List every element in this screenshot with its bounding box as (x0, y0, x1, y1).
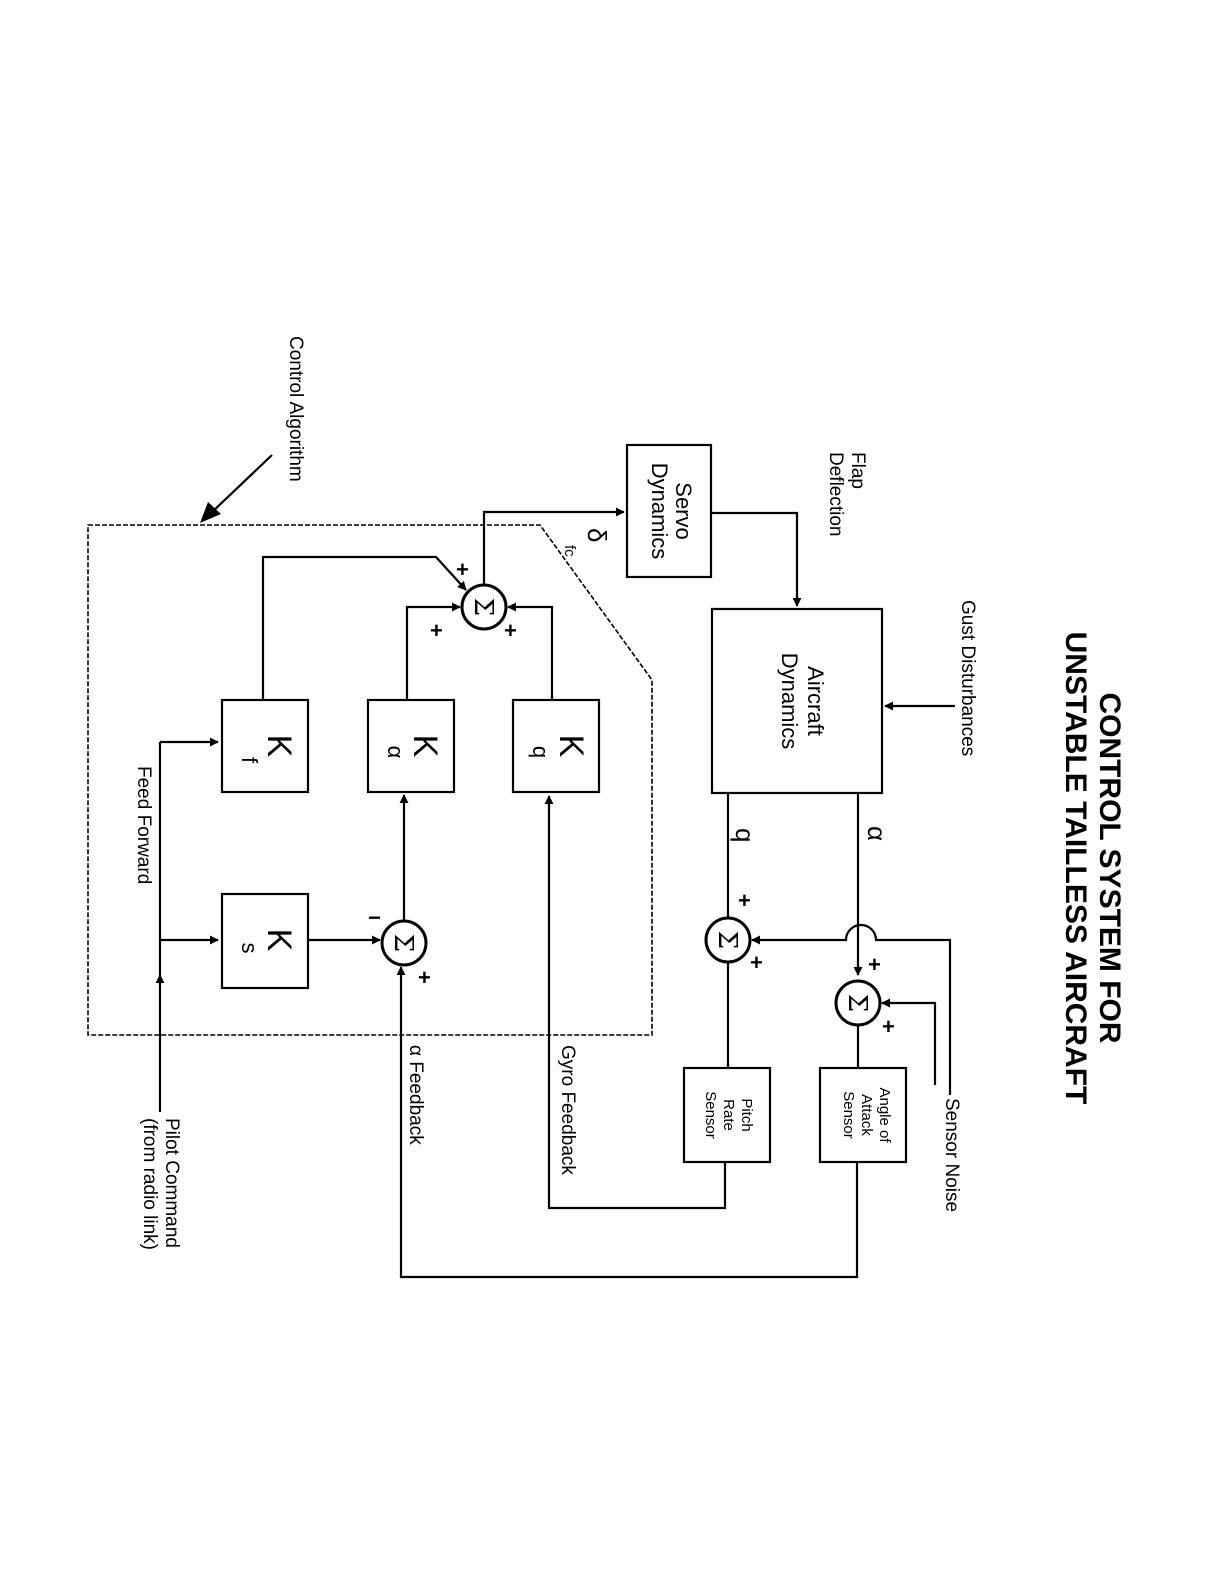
feed-forward-label: Feed Forward (133, 766, 154, 884)
svg-text:Σ: Σ (388, 934, 418, 952)
kalpha-to-main-sum (405, 602, 461, 700)
aircraft-dynamics-block: Aircraft Dynamics (710, 607, 884, 795)
delta-fc-command (482, 507, 625, 585)
svg-text:Attack: Attack (858, 1094, 875, 1136)
svg-text:q: q (528, 746, 553, 758)
svg-text:Pitch: Pitch (738, 1098, 755, 1131)
svg-text:Σ: Σ (468, 598, 498, 616)
svg-text:Angle of: Angle of (876, 1087, 893, 1143)
sensor-noise-label: Sensor Noise (941, 1098, 962, 1212)
q-label: q (730, 828, 760, 842)
svg-text:−: − (368, 905, 381, 930)
svg-text:Sensor: Sensor (702, 1091, 719, 1139)
svg-text:+: + (738, 888, 751, 913)
flap-deflection-label-1: Flap (847, 452, 868, 489)
kf-gain-block: K f (220, 698, 310, 794)
alpha-error-sum: Σ − + (368, 905, 431, 990)
kalpha-gain-block: K α (366, 698, 456, 794)
gyro-feedback-signal (544, 795, 727, 1210)
title-line-2: UNSTABLE TAILLESS AIRCRAFT (1059, 632, 1092, 1105)
kq-to-main-sum (507, 602, 554, 700)
servo-dynamics-block: Servo Dynamics (625, 443, 713, 579)
svg-text:+: + (456, 557, 469, 582)
alpha-feedback-label: α Feedback (405, 1045, 426, 1145)
flap-deflection-label-2: Deflection (825, 452, 846, 537)
kf-to-main-sum (261, 555, 467, 700)
svg-text:+: + (882, 1014, 895, 1039)
alpha-feedback-signal (396, 966, 859, 1279)
svg-text:+: + (868, 952, 881, 977)
diagram-title: CONTROL SYSTEM FOR UNSTABLE TAILLESS AIR… (1059, 632, 1126, 1105)
svg-text:Σ: Σ (712, 931, 742, 949)
svg-text:α: α (383, 746, 408, 759)
ks-gain-block: K s (220, 892, 310, 990)
control-algorithm-label: Control Algorithm (285, 336, 306, 482)
control-algorithm-pointer (209, 454, 273, 515)
svg-text:Rate: Rate (720, 1099, 737, 1131)
servo-label-1: Servo (671, 482, 696, 539)
aircraft-label-1: Aircraft (803, 666, 828, 736)
svg-text:Σ: Σ (842, 994, 872, 1012)
main-sum: Σ + + + (430, 557, 517, 643)
kq-gain-block: K q (511, 698, 601, 794)
sensor-noise-to-alpha-sum (881, 998, 937, 1085)
angle-of-attack-sensor-block: Angle of Attack Sensor (818, 1066, 908, 1164)
delta-fc-label: δ (582, 528, 612, 542)
title-line-1: CONTROL SYSTEM FOR (1093, 692, 1126, 1043)
svg-text:+: + (418, 965, 431, 990)
svg-text:+: + (430, 618, 443, 643)
alpha-label: α (862, 826, 892, 841)
sensor-noise-to-q-sum (751, 923, 952, 1095)
control-algorithm-arrowhead (200, 502, 221, 523)
svg-text:Sensor: Sensor (840, 1091, 857, 1139)
svg-text:f: f (237, 757, 262, 764)
gyro-feedback-label: Gyro Feedback (557, 1045, 578, 1175)
pitch-rate-sensor-block: Pitch Rate Sensor (682, 1066, 772, 1164)
flap-deflection-signal (711, 511, 802, 607)
aircraft-label-2: Dynamics (777, 653, 802, 750)
svg-text:K: K (260, 929, 298, 952)
pilot-command-label-1: Pilot Command (161, 1118, 182, 1248)
servo-label-2: Dynamics (647, 463, 672, 560)
delta-fc-subscript: fc (561, 545, 578, 557)
alpha-noise-sum: Σ + + (834, 952, 895, 1039)
control-algorithm-boundary (87, 524, 653, 1036)
svg-text:K: K (260, 735, 298, 758)
svg-text:K: K (406, 735, 444, 758)
svg-text:K: K (552, 735, 590, 758)
gust-disturbances-label: Gust Disturbances (957, 600, 978, 756)
svg-text:+: + (504, 618, 517, 643)
svg-text:s: s (237, 943, 262, 954)
pilot-command-label-2: (from radio link) (139, 1118, 160, 1250)
svg-text:+: + (750, 950, 763, 975)
q-noise-sum: Σ + + (704, 888, 763, 975)
